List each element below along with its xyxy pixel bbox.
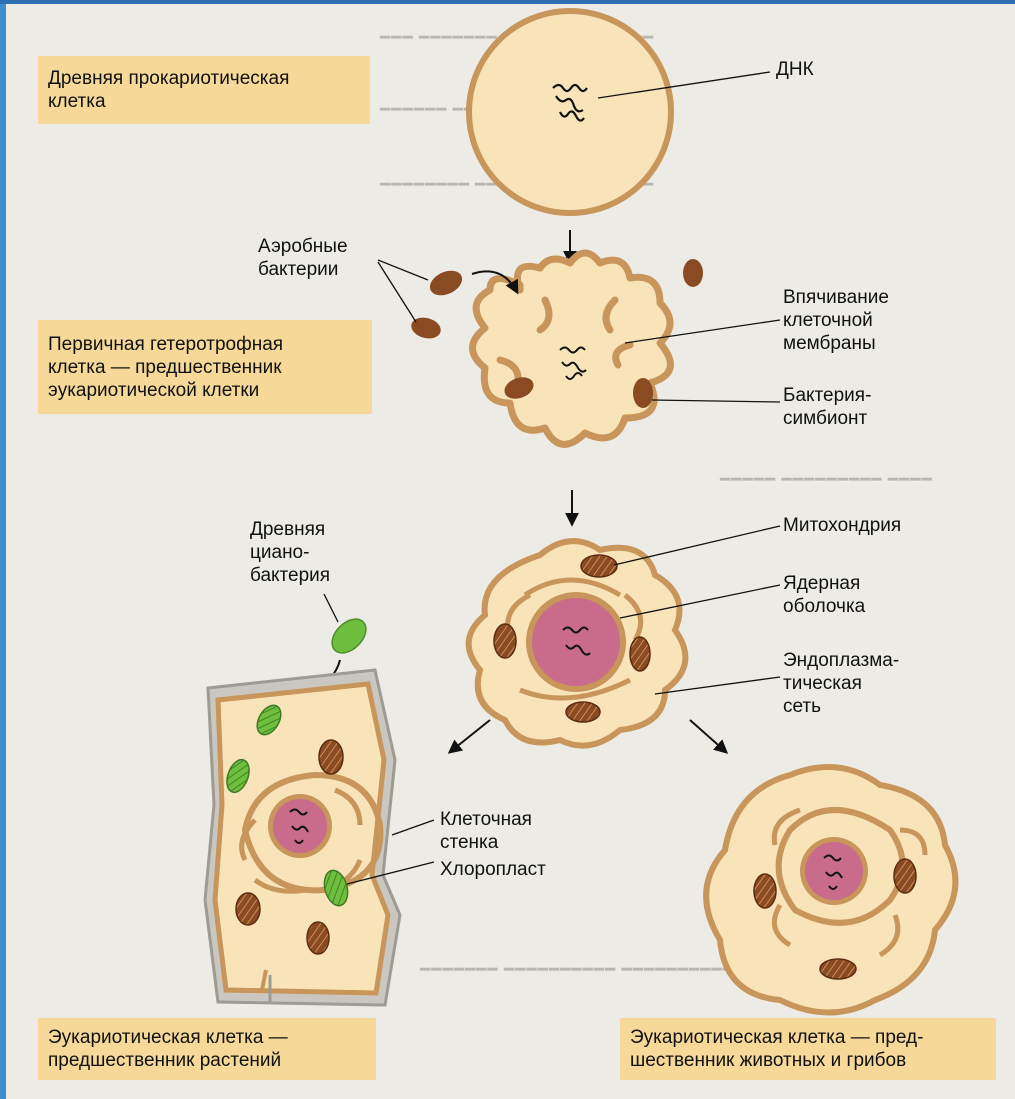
prokaryote-caption-box: Древняя прокариотическая клетка [38,56,370,124]
chloroplast-label: Хлоропласт [440,858,546,881]
dna-label: ДНК [776,58,814,81]
er-label: Эндоплазма- тическая сеть [783,649,899,718]
cyanobacterium-label: Древняя циано- бактерия [250,518,330,587]
mitochondrion [630,637,650,671]
mitochondrion-label: Митохондрия [783,514,901,537]
aerobic-leader-line [378,260,428,280]
prokaryote-caption: Древняя прокариотическая клетка [48,67,289,113]
flow-arrow [450,720,490,752]
symbiont-bacterium [633,378,653,408]
aerobic-bacteria-label: Аэробные бактерии [258,235,348,281]
invagination-label: Впячивание клеточной мембраны [783,286,889,355]
heterotroph-caption: Первичная гетеротрофная клетка — предшес… [48,333,283,402]
mitochondrion [820,959,856,979]
mitochondrion [566,702,600,722]
symbiont-label: Бактерия- симбионт [783,384,871,430]
mitochondrion-leader-line [614,526,780,565]
mitochondrion [754,874,776,908]
aerobic-bacterium [426,266,466,300]
heterotroph-cell [473,253,671,444]
mitochondrion [236,893,260,925]
mitochondrion [894,859,916,893]
heterotroph-caption-box: Первичная гетеротрофная клетка — предшес… [38,320,372,414]
plant-caption: Эукариотическая клетка — предшественник … [48,1026,288,1072]
mitochondrion [319,740,343,774]
symbiont-leader-line [652,400,780,402]
cyanobacterium-leader-line [324,594,338,622]
mitochondrion [307,922,329,954]
animal-caption-box: Эукариотическая клетка — пред- шественни… [620,1018,996,1080]
aerobic-bacterium [683,259,703,287]
nuclear-envelope-label: Ядерная оболочка [783,572,865,618]
cell-wall-leader-line [392,820,434,835]
plant-caption-box: Эукариотическая клетка — предшественник … [38,1018,376,1080]
animal-cell [706,767,955,1013]
mitochondrion [494,624,516,658]
cyanobacterium [326,613,373,660]
aerobic-leader-line [378,262,416,322]
cell-wall-label: Клеточная стенка [440,808,532,854]
mitochondrion [581,555,617,577]
animal-caption: Эукариотическая клетка — пред- шественни… [630,1026,923,1072]
intermediate-eukaryote [469,541,686,746]
plant-cell [205,670,400,1005]
flow-arrow [690,720,726,752]
